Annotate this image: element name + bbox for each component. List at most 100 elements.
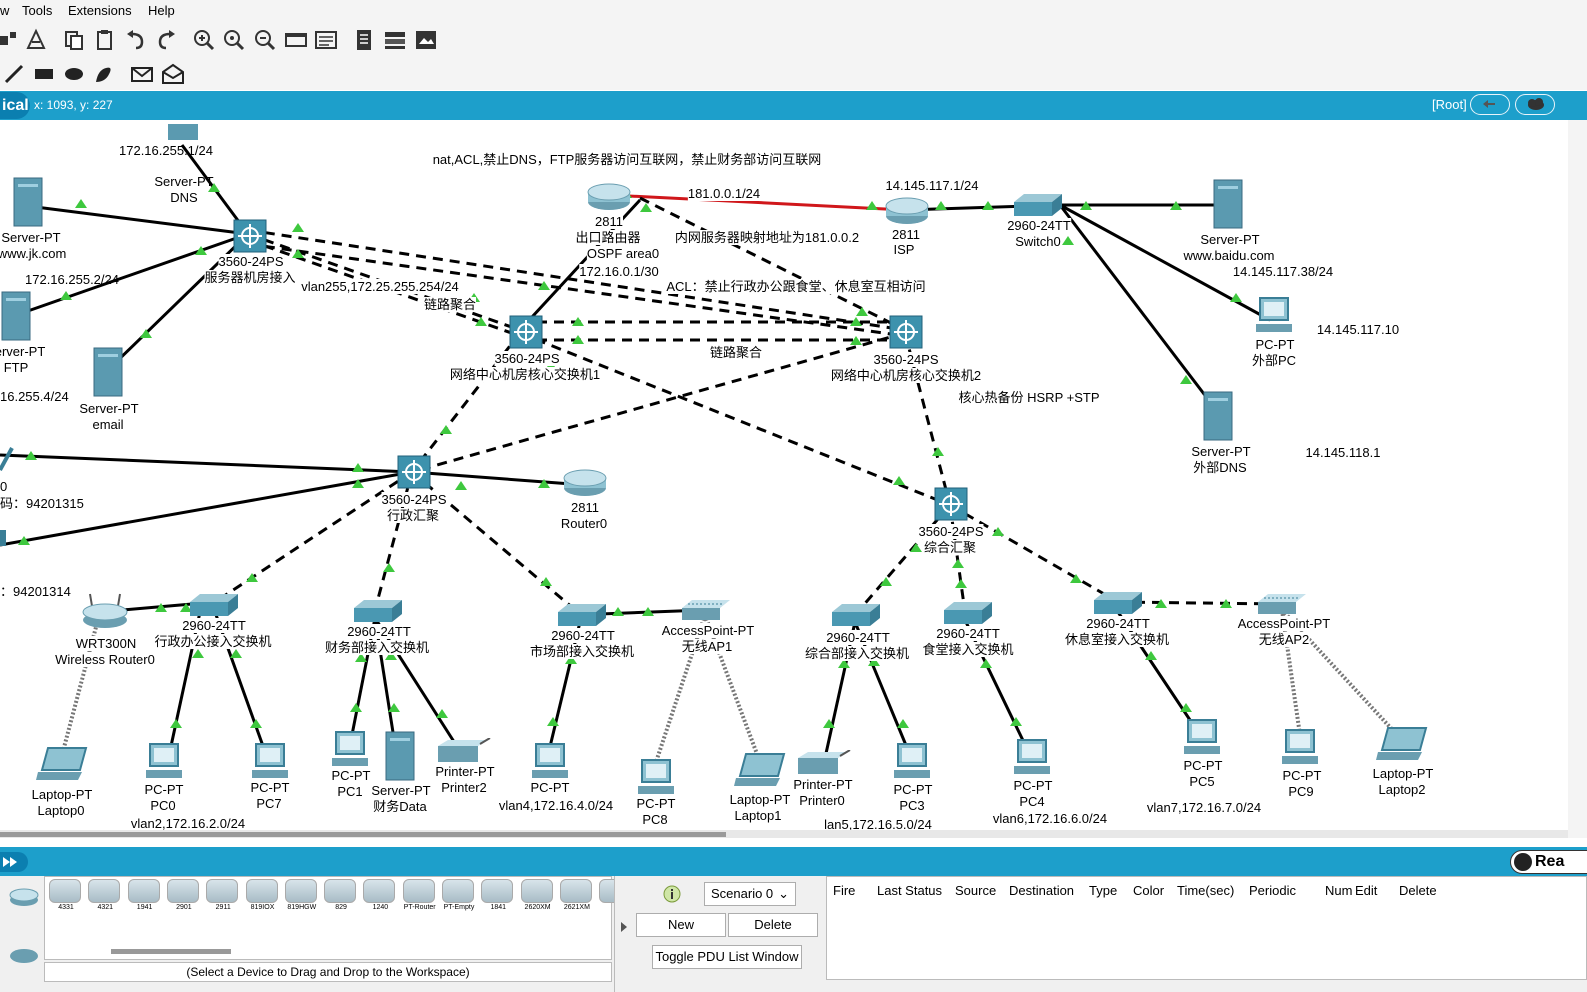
toggle-pdu-list-button[interactable]: Toggle PDU List Window	[652, 945, 802, 969]
network-info-icon[interactable]	[0, 28, 20, 52]
device-tile[interactable]: 829	[324, 879, 358, 913]
zoom-reset-icon[interactable]	[222, 28, 246, 52]
scenario-select[interactable]: Scenario 0 ⌄	[704, 882, 796, 906]
scrollbar-thumb[interactable]	[0, 832, 726, 837]
menu-view[interactable]: w	[0, 3, 10, 18]
menu-tools[interactable]: Tools	[22, 3, 53, 18]
device-tile[interactable]: 2901	[166, 879, 201, 913]
custom-device-icon[interactable]	[314, 28, 338, 52]
pc-icon[interactable]	[892, 742, 932, 782]
zoom-in-icon[interactable]	[192, 28, 216, 52]
multilayer-switch-icon[interactable]	[508, 314, 544, 350]
switch-icon[interactable]	[1012, 192, 1064, 218]
back-button[interactable]	[1470, 94, 1510, 115]
rectangle-tool-icon[interactable]	[32, 62, 56, 86]
printer-icon[interactable]	[796, 750, 852, 778]
pc-icon[interactable]	[1182, 718, 1222, 758]
pc-icon[interactable]	[530, 742, 570, 782]
access-point-icon[interactable]	[680, 598, 732, 622]
cluster-icon[interactable]	[383, 28, 407, 52]
device-tile[interactable]: 819HGW	[284, 879, 319, 913]
switch-icon[interactable]	[352, 598, 404, 624]
notes-icon[interactable]	[352, 28, 376, 52]
freeform-tool-icon[interactable]	[92, 62, 116, 86]
device-tile[interactable]: 4321	[88, 879, 122, 913]
complex-pdu-icon[interactable]	[161, 62, 185, 86]
printer2-label-1: Printer-PT	[435, 764, 495, 779]
device-tile[interactable]: 4331	[49, 879, 83, 913]
panel-splitter[interactable]	[614, 876, 633, 992]
pc-icon[interactable]	[330, 730, 370, 770]
fast-forward-button[interactable]	[0, 852, 28, 872]
workspace-vertical-scrollbar[interactable]	[1568, 120, 1587, 838]
multilayer-switch-icon[interactable]	[933, 486, 969, 522]
multilayer-switch-icon[interactable]	[232, 218, 268, 254]
server-icon[interactable]	[90, 346, 126, 398]
logical-tab[interactable]: ical	[0, 92, 30, 119]
switch-icon[interactable]	[942, 600, 994, 626]
device-tile[interactable]: 1841	[481, 879, 515, 913]
multilayer-switch-icon[interactable]	[396, 454, 432, 490]
server-icon[interactable]	[10, 176, 46, 228]
pc-icon[interactable]	[1280, 728, 1320, 768]
pc-icon[interactable]	[1254, 296, 1294, 336]
device-tile[interactable]: PT-Empty	[442, 879, 476, 913]
switch-icon[interactable]	[830, 602, 882, 628]
paste-icon[interactable]	[93, 28, 117, 52]
cloud-category-icon[interactable]	[2, 942, 40, 968]
workspace-horizontal-scrollbar[interactable]	[0, 830, 1568, 838]
copy-icon[interactable]	[62, 28, 86, 52]
redo-icon[interactable]	[154, 28, 178, 52]
pc-icon[interactable]	[144, 742, 184, 782]
router-category-icon[interactable]	[2, 884, 40, 910]
switch-icon[interactable]	[556, 602, 608, 628]
device-tile[interactable]: 2621XM	[559, 879, 594, 913]
drawing-palette-icon[interactable]	[284, 28, 308, 52]
root-label[interactable]: [Root]	[1432, 97, 1467, 112]
router-icon[interactable]	[884, 196, 930, 226]
line-tool-icon[interactable]	[2, 62, 26, 86]
pc-icon[interactable]	[250, 742, 290, 782]
device-tile[interactable]: 1240	[363, 879, 397, 913]
delete-scenario-button[interactable]: Delete	[728, 913, 818, 937]
multilayer-switch-icon[interactable]	[888, 314, 924, 350]
undo-icon[interactable]	[124, 28, 148, 52]
device-tile[interactable]: PT-Router	[402, 879, 437, 913]
pc-icon[interactable]	[1012, 738, 1052, 778]
wireless-router-icon[interactable]	[80, 592, 130, 632]
device-tile[interactable]: 2911	[206, 879, 240, 913]
device-tile[interactable]: 1941	[127, 879, 162, 913]
simple-pdu-icon[interactable]	[130, 62, 154, 86]
realtime-mode-button[interactable]: Rea	[1510, 850, 1587, 874]
server-icon[interactable]	[382, 730, 418, 782]
router-icon[interactable]	[562, 468, 608, 498]
menu-extensions[interactable]: Extensions	[68, 3, 132, 18]
server-icon[interactable]	[0, 290, 36, 342]
info-icon[interactable]	[662, 884, 682, 904]
activity-wizard-icon[interactable]	[24, 28, 48, 52]
server-icon[interactable]	[1210, 178, 1246, 230]
ellipse-tool-icon[interactable]	[62, 62, 86, 86]
router-icon[interactable]	[586, 182, 632, 212]
device-tile[interactable]: 819IOX	[245, 879, 280, 913]
switch-icon[interactable]	[1092, 590, 1144, 616]
printer-icon[interactable]	[436, 738, 492, 766]
pc-icon[interactable]	[636, 758, 676, 798]
image-icon[interactable]	[414, 28, 438, 52]
access-point-icon[interactable]	[1256, 592, 1308, 616]
server-icon[interactable]	[1200, 390, 1236, 442]
partial-device-icon[interactable]	[0, 528, 10, 548]
partial-device-icon[interactable]	[0, 444, 14, 472]
device-list-scrollbar[interactable]	[111, 949, 231, 954]
menu-help[interactable]: Help	[148, 3, 175, 18]
laptop-icon[interactable]	[1376, 726, 1430, 762]
logical-workspace[interactable]: 172.16.255.1/24 Server-PT DNS Server-PT …	[0, 120, 1568, 830]
device-tile[interactable]: 2620XM	[520, 879, 555, 913]
laptop-icon[interactable]	[36, 746, 90, 782]
cloud-button[interactable]	[1515, 94, 1555, 115]
server-icon[interactable]	[166, 122, 200, 142]
new-scenario-button[interactable]: New	[636, 913, 726, 937]
switch-icon[interactable]	[188, 592, 240, 618]
laptop-icon[interactable]	[734, 752, 788, 788]
zoom-out-icon[interactable]	[253, 28, 277, 52]
